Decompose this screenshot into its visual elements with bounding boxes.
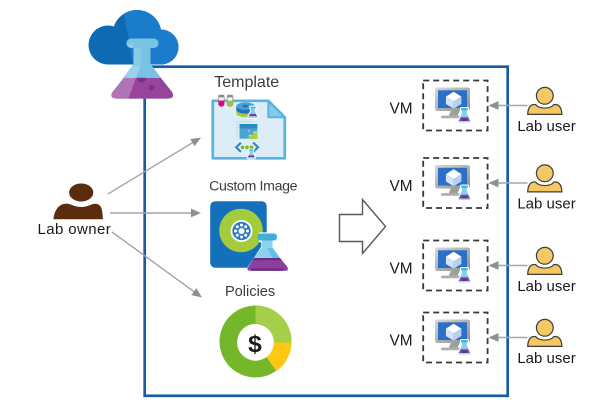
svg-text:VM: VM: [389, 178, 412, 195]
svg-text:VM: VM: [389, 333, 412, 350]
svg-text:Template: Template: [214, 74, 279, 91]
svg-text:$: $: [248, 331, 262, 358]
svg-text:Lab user: Lab user: [517, 196, 575, 213]
svg-text:VM: VM: [389, 101, 412, 118]
svg-text:Lab owner: Lab owner: [37, 221, 111, 238]
svg-text:Policies: Policies: [225, 284, 275, 300]
svg-text:Lab user: Lab user: [517, 278, 575, 295]
svg-text:Lab user: Lab user: [517, 118, 575, 135]
svg-text:Custom Image: Custom Image: [209, 178, 298, 194]
svg-text:Lab user: Lab user: [517, 350, 575, 367]
svg-text:VM: VM: [389, 261, 412, 278]
